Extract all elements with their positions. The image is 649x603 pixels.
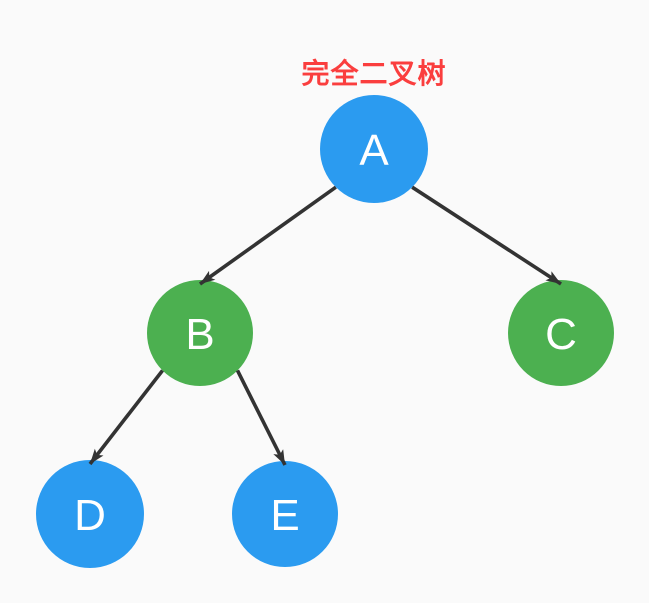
node-d: D — [36, 460, 144, 568]
edge-b-d — [88, 369, 164, 466]
diagram-title: 完全二叉树 — [301, 58, 447, 89]
node-b-circle — [147, 280, 253, 386]
node-b-label: B — [185, 310, 214, 359]
node-e: E — [232, 461, 338, 567]
edge-a-c — [411, 185, 562, 286]
nodes-layer: A B C D E — [36, 95, 614, 568]
node-e-label: E — [270, 491, 299, 540]
edges-layer — [88, 185, 562, 466]
node-b: B — [147, 280, 253, 386]
node-a: A — [320, 95, 428, 203]
node-c-circle — [508, 280, 614, 386]
node-a-circle — [320, 95, 428, 203]
edge-b-e — [235, 369, 287, 466]
node-d-circle — [36, 460, 144, 568]
node-c-label: C — [545, 310, 577, 359]
node-e-circle — [232, 461, 338, 567]
node-c: C — [508, 280, 614, 386]
node-d-label: D — [74, 491, 106, 540]
edge-a-b — [198, 185, 337, 286]
node-a-label: A — [359, 126, 389, 175]
